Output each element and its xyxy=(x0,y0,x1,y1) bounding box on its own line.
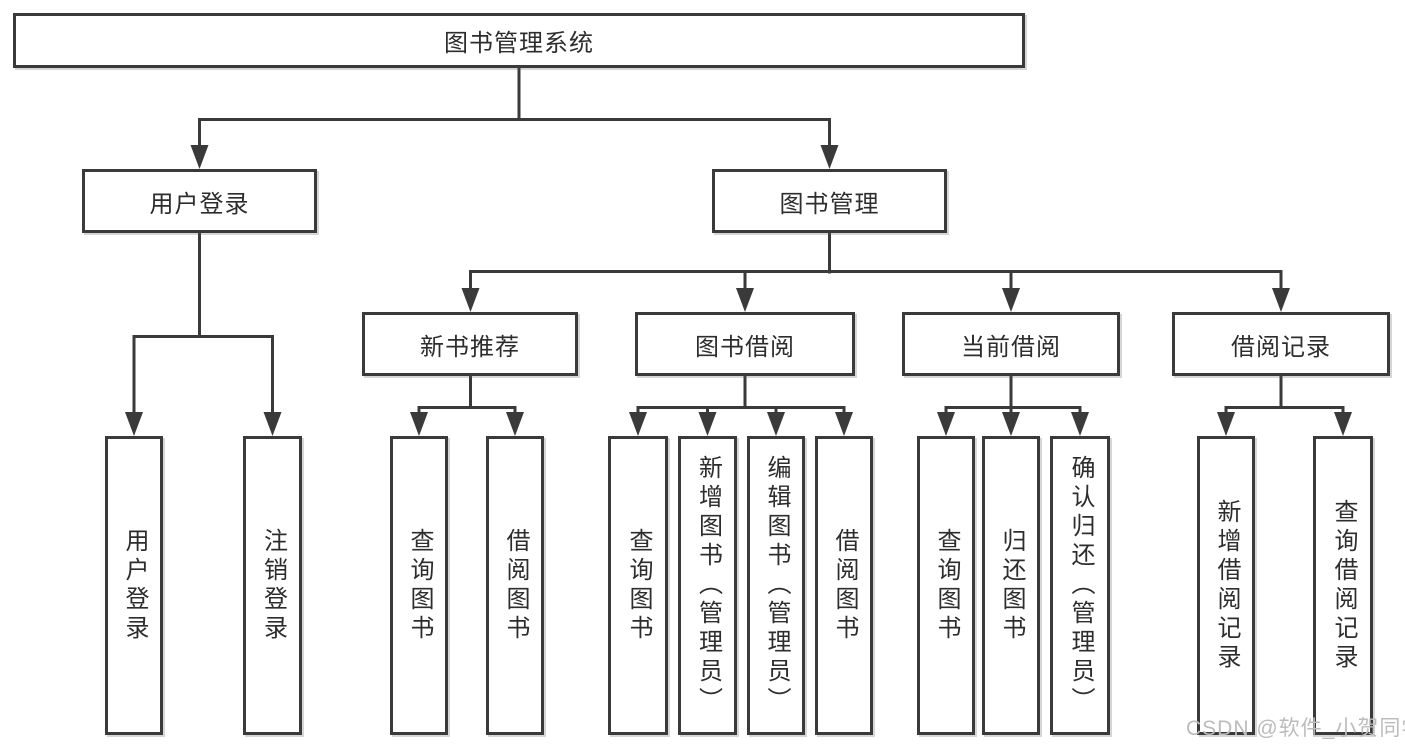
arrowhead-query-books-2 xyxy=(629,412,647,436)
connector-book-management-split xyxy=(469,233,1283,290)
node-book-management: 图书管理 xyxy=(712,169,947,233)
node-logout-leaf-label: 注销登录 xyxy=(259,527,287,644)
arrowhead-return-books xyxy=(1002,412,1020,436)
arrowhead-logout-leaf xyxy=(263,412,282,436)
arrowhead-edit-book xyxy=(767,412,785,436)
node-library-system-label: 图书管理系统 xyxy=(444,30,594,57)
node-new-book-recommend-label: 新书推荐 xyxy=(420,333,520,361)
node-user-login-leaf: 用户登录 xyxy=(105,436,163,735)
node-add-book-admin: 新增图书（管理员） xyxy=(678,436,737,735)
arrowhead-borrow-books-2 xyxy=(835,412,853,436)
node-edit-book-admin-label: 编辑图书（管理员） xyxy=(763,455,790,716)
node-book-management-label: 图书管理 xyxy=(779,190,880,218)
node-borrowing-records-label: 借阅记录 xyxy=(1231,333,1331,361)
arrowhead-query-books-3 xyxy=(937,412,955,436)
node-confirm-return-admin: 确认归还（管理员） xyxy=(1050,436,1110,735)
arrowhead-user-login xyxy=(190,145,209,169)
node-add-borrow-record-label: 新增借阅记录 xyxy=(1213,498,1240,673)
node-add-borrow-record: 新增借阅记录 xyxy=(1197,436,1255,735)
arrowhead-borrow-records xyxy=(1272,288,1290,312)
arrowhead-add-borrow-record xyxy=(1217,412,1235,436)
node-new-book-recommend: 新书推荐 xyxy=(362,312,578,376)
node-borrow-books-1-label: 借阅图书 xyxy=(502,527,529,644)
arrowhead-query-borrow-record xyxy=(1334,412,1352,436)
arrowhead-user-login-leaf xyxy=(125,412,143,436)
arrowhead-borrow-books-1 xyxy=(506,412,524,436)
arrowhead-book-management xyxy=(820,145,839,169)
node-user-login: 用户登录 xyxy=(82,169,317,233)
node-query-books-2-label: 查询图书 xyxy=(625,527,652,644)
node-logout-leaf: 注销登录 xyxy=(243,436,302,735)
node-query-borrow-record-label: 查询借阅记录 xyxy=(1330,498,1357,673)
node-book-borrowing: 图书借阅 xyxy=(635,312,855,376)
connector-book-borrow-split xyxy=(636,374,846,415)
node-query-books-1: 查询图书 xyxy=(390,436,448,735)
node-borrow-books-2-label: 借阅图书 xyxy=(831,527,858,644)
arrowhead-new-book xyxy=(461,288,480,312)
node-return-books: 归还图书 xyxy=(982,436,1040,735)
node-add-book-admin-label: 新增图书（管理员） xyxy=(694,455,722,716)
arrowhead-add-book xyxy=(698,412,717,436)
node-return-books-label: 归还图书 xyxy=(998,527,1025,644)
node-current-borrowing: 当前借阅 xyxy=(902,312,1120,376)
node-current-borrowing-label: 当前借阅 xyxy=(961,333,1061,361)
node-borrowing-records: 借阅记录 xyxy=(1172,312,1390,376)
connector-new-book-split xyxy=(417,374,517,415)
arrowhead-current-borrow xyxy=(1002,288,1020,312)
node-query-books-3: 查询图书 xyxy=(917,436,975,735)
node-borrow-books-2: 借阅图书 xyxy=(815,436,873,735)
arrowhead-query-books-1 xyxy=(410,412,428,436)
connector-user-login-split xyxy=(132,233,274,414)
node-user-login-label: 用户登录 xyxy=(149,190,250,218)
node-library-system: 图书管理系统 xyxy=(13,13,1025,68)
node-book-borrowing-label: 图书借阅 xyxy=(695,333,795,361)
node-query-books-3-label: 查询图书 xyxy=(933,527,960,644)
node-user-login-leaf-label: 用户登录 xyxy=(121,527,148,644)
node-query-borrow-record: 查询借阅记录 xyxy=(1313,436,1373,735)
node-query-books-1-label: 查询图书 xyxy=(406,527,433,644)
connector-borrow-records-split xyxy=(1224,374,1345,415)
connector-current-borrow-split xyxy=(944,374,1082,415)
node-edit-book-admin: 编辑图书（管理员） xyxy=(747,436,805,735)
watermark: CSDN @软件_小贺同学 xyxy=(1186,717,1405,740)
arrowhead-book-borrow xyxy=(736,288,754,312)
connector-root-split xyxy=(198,68,831,147)
arrowhead-confirm-return xyxy=(1071,412,1089,436)
node-query-books-2: 查询图书 xyxy=(608,436,668,735)
node-borrow-books-1: 借阅图书 xyxy=(486,436,544,735)
node-confirm-return-admin-label: 确认归还（管理员） xyxy=(1067,455,1094,716)
